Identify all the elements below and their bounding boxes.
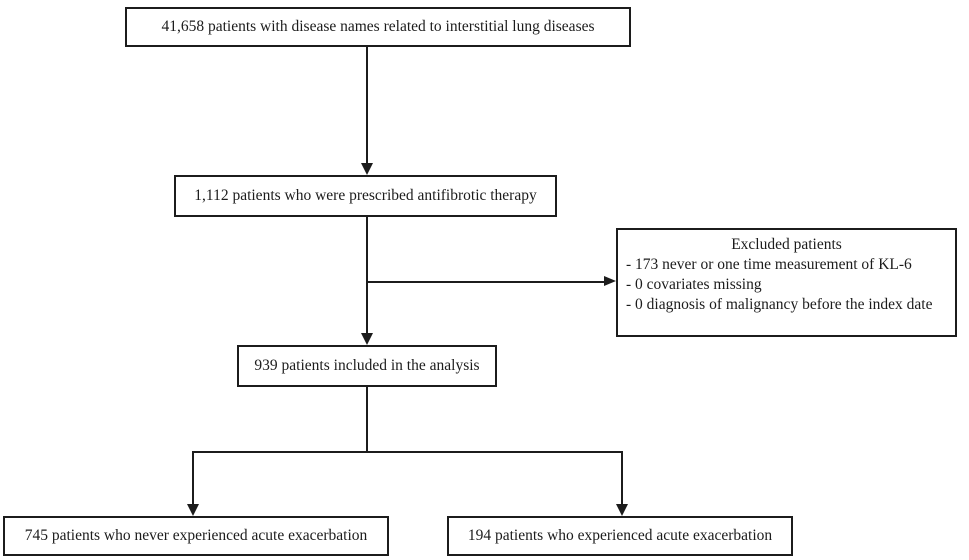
arrow-down-icon	[616, 504, 628, 516]
excluded-item-malignancy: - 0 diagnosis of malignancy before the i…	[626, 296, 933, 314]
excluded-item-kl6: - 173 never or one time measurement of K…	[626, 256, 912, 274]
analysis-population-label: 939 patients included in the analysis	[254, 357, 480, 375]
connector-source-to-antifibrotic	[366, 47, 368, 165]
connector-split-horizontal	[192, 451, 622, 453]
no-exacerbation-label: 745 patients who never experienced acute…	[24, 527, 368, 545]
connector-branch-to-excluded	[367, 281, 605, 283]
arrow-down-icon	[361, 163, 373, 175]
no-exacerbation-box: 745 patients who never experienced acute…	[3, 516, 389, 556]
arrow-down-icon	[361, 333, 373, 345]
connector-antifibrotic-to-analysis	[366, 217, 368, 335]
connector-split-to-exacerbation	[621, 451, 623, 506]
antifibrotic-therapy-label: 1,112 patients who were prescribed antif…	[194, 187, 537, 205]
source-population-box: 41,658 patients with disease names relat…	[125, 7, 631, 47]
excluded-patients-title: Excluded patients	[731, 236, 842, 253]
connector-analysis-to-split	[366, 387, 368, 452]
connector-split-to-no-exacerbation	[192, 451, 194, 506]
exacerbation-label: 194 patients who experienced acute exace…	[467, 527, 773, 545]
analysis-population-box: 939 patients included in the analysis	[237, 345, 497, 387]
antifibrotic-therapy-box: 1,112 patients who were prescribed antif…	[174, 175, 557, 217]
exacerbation-box: 194 patients who experienced acute exace…	[447, 516, 793, 556]
arrow-down-icon	[187, 504, 199, 516]
source-population-label: 41,658 patients with disease names relat…	[161, 18, 595, 36]
arrow-right-icon	[604, 276, 616, 286]
excluded-patients-box: Excluded patients - 173 never or one tim…	[616, 228, 957, 337]
excluded-item-covariates: - 0 covariates missing	[626, 276, 762, 294]
